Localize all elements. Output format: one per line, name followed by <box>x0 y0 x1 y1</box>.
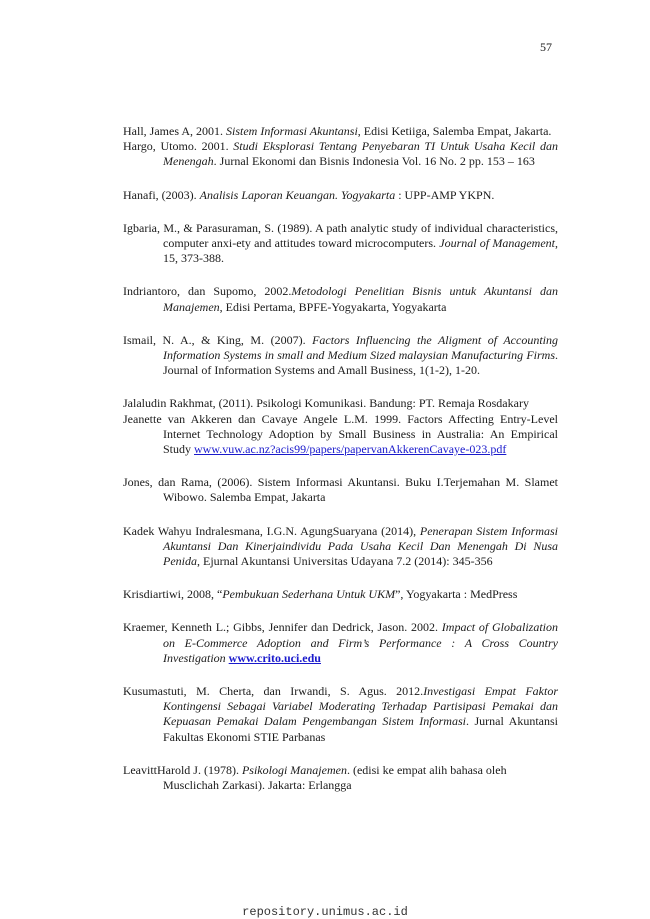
reference-item: Kusumastuti, M. Cherta, dan Irwandi, S. … <box>123 684 558 745</box>
reference-item: Hall, James A, 2001. Sistem Informasi Ak… <box>123 124 558 139</box>
reference-text: Indriantoro, dan Supomo, 2002. <box>123 284 292 299</box>
reference-item: Jones, dan Rama, (2006). Sistem Informas… <box>123 475 558 505</box>
reference-text: , Ejurnal Akuntansi Universitas Udayana … <box>197 554 493 569</box>
reference-title: Impact of Globalization on E-Commerce Ad… <box>163 620 559 665</box>
reference-text: LeavittHarold J. (1978). <box>123 762 242 777</box>
reference-text: ”, Yogyakarta : MedPress <box>395 587 518 602</box>
reference-text: Hanafi, (2003). <box>123 187 200 202</box>
reference-title: Metodologi Penelitian Bisnis untuk Akunt… <box>163 284 558 314</box>
reference-title: Journal of Management <box>439 236 556 251</box>
reference-text: Jeanette van Akkeren dan Cavaye Angele L… <box>123 411 558 457</box>
reference-title: Pembukuan Sederhana Untuk UKM <box>222 587 396 602</box>
reference-text: Jalaludin Rakhmat, (2011). Psikologi Kom… <box>123 396 529 411</box>
reference-item: Kraemer, Kenneth L.; Gibbs, Jennifer dan… <box>123 620 558 666</box>
reference-text: Hall, James A, 2001. <box>123 124 226 138</box>
reference-text: Igbaria, M., & Parasuraman, S. (1989). A… <box>123 220 558 251</box>
reference-title: Sistem Informasi Akuntansi <box>226 124 358 138</box>
reference-text: Jones, dan Rama, (2006). Sistem Informas… <box>123 475 558 505</box>
reference-item: Kadek Wahyu Indralesmana, I.G.N. AgungSu… <box>123 524 558 570</box>
reference-text: Ismail, N. A., & King, M. (2007). <box>123 332 313 347</box>
reference-text: . Journal of Information Systems and Ama… <box>163 348 558 378</box>
reference-text: Hargo, Utomo. 2001. <box>123 139 234 154</box>
reference-text: , Edisi Ketiiga, Salemba Empat, Jakarta. <box>357 124 552 138</box>
reference-link[interactable]: www.vuw.ac.nz?acis99/papers/papervanAkke… <box>194 442 507 457</box>
reference-text: , Edisi Pertama, BPFE-Yogyakarta, Yogyak… <box>219 299 447 314</box>
reference-text: , 15, 373-388. <box>163 236 559 266</box>
reference-title: Investigasi Empat Faktor Kontingensi Seb… <box>163 684 558 729</box>
reference-text: Krisdiartiwi, 2008, “ <box>123 587 223 602</box>
reference-item: Hargo, Utomo. 2001. Studi Eksplorasi Ten… <box>123 139 558 169</box>
reference-text: . Jurnal Akuntansi Fakultas Ekonomi STIE… <box>163 714 559 744</box>
reference-item: LeavittHarold J. (1978). Psikologi Manaj… <box>123 763 558 793</box>
reference-list: Hall, James A, 2001. Sistem Informasi Ak… <box>123 124 558 793</box>
reference-item: Igbaria, M., & Parasuraman, S. (1989). A… <box>123 221 558 267</box>
reference-item: Krisdiartiwi, 2008, “Pembukuan Sederhana… <box>123 587 558 602</box>
reference-item: Hanafi, (2003). Analisis Laporan Keuanga… <box>123 188 558 203</box>
reference-text: Kusumastuti, M. Cherta, dan Irwandi, S. … <box>123 684 424 699</box>
reference-text: : UPP-AMP YKPN. <box>395 187 495 202</box>
reference-title: Penerapan Sistem Informasi Akuntansi Dan… <box>163 523 558 569</box>
reference-text: . Jurnal Ekonomi dan Bisnis Indonesia Vo… <box>213 154 535 169</box>
reference-item: Indriantoro, dan Supomo, 2002.Metodologi… <box>123 284 558 314</box>
reference-text: Kraemer, Kenneth L.; Gibbs, Jennifer dan… <box>123 620 442 635</box>
reference-title: Studi Eksplorasi Tentang Penyebaran TI U… <box>163 139 558 169</box>
reference-title: Psikologi Manajemen <box>241 762 347 777</box>
reference-title: Analisis Laporan Keuangan. Yogyakarta <box>199 187 396 202</box>
reference-item: Jeanette van Akkeren dan Cavaye Angele L… <box>123 412 558 458</box>
reference-link[interactable]: www.crito.uci.edu <box>228 650 321 665</box>
reference-item: Jalaludin Rakhmat, (2011). Psikologi Kom… <box>123 396 558 411</box>
reference-text: Kadek Wahyu Indralesmana, I.G.N. AgungSu… <box>123 523 420 538</box>
reference-title: Factors Influencing the Aligment of Acco… <box>163 332 558 363</box>
reference-item: Ismail, N. A., & King, M. (2007). Factor… <box>123 333 558 379</box>
reference-text: . (edisi ke empat alih bahasa oleh Muscl… <box>163 762 507 793</box>
page-number: 57 <box>540 40 552 54</box>
repository-footer: repository.unimus.ac.id <box>242 905 408 919</box>
